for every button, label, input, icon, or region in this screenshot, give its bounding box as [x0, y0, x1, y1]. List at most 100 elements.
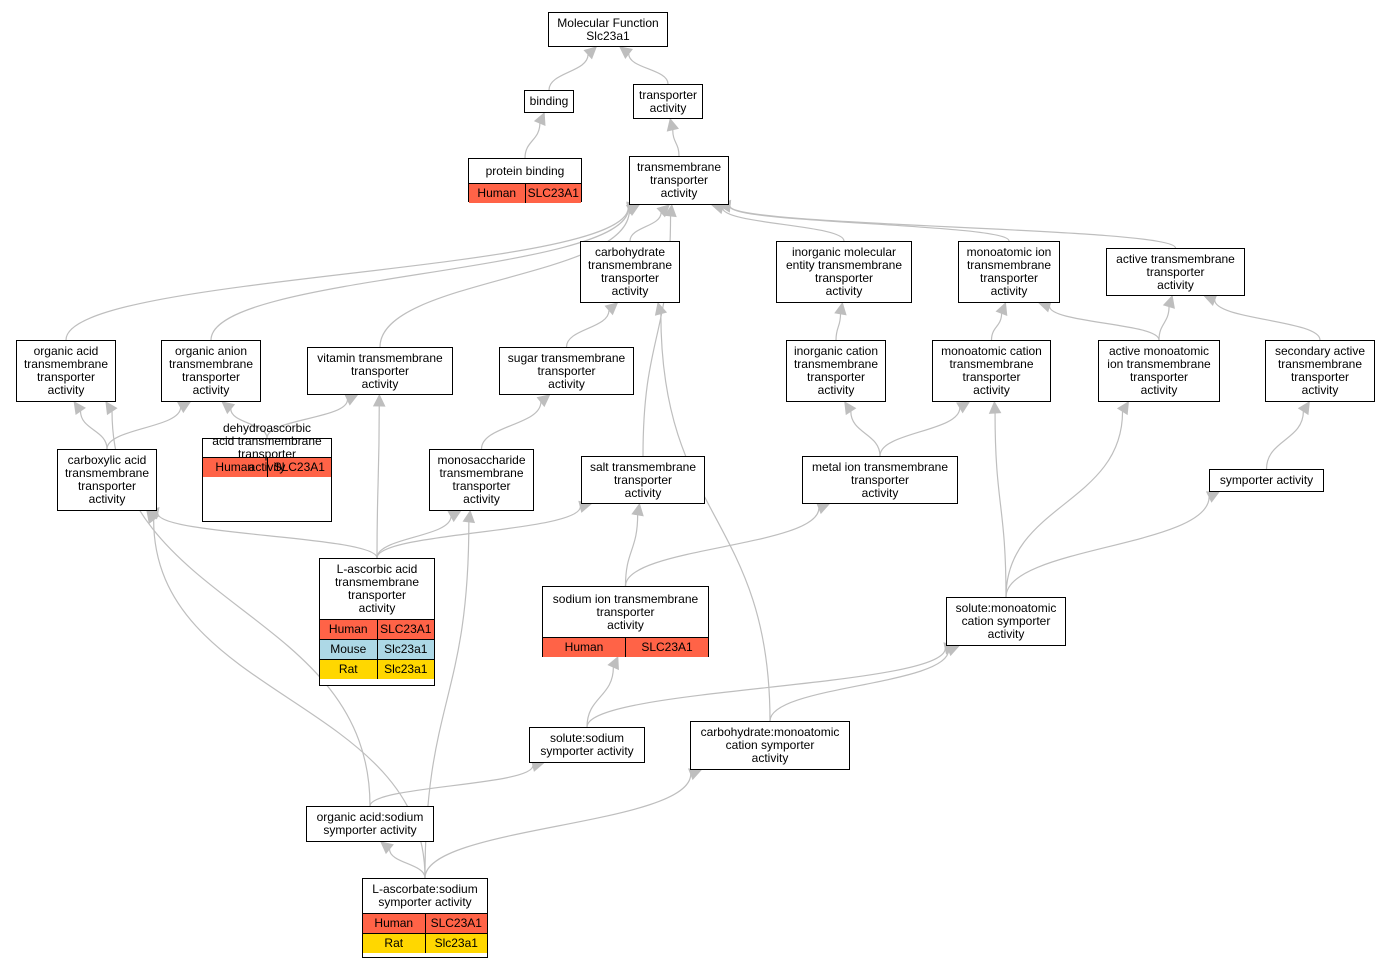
edge-arrowhead — [462, 509, 476, 524]
go-term-label: monosaccharide transmembrane transporter… — [437, 453, 526, 506]
edge-arrowhead — [666, 117, 679, 132]
edge-arrowhead — [105, 401, 118, 416]
go-term-node[interactable]: secondary active transmembrane transport… — [1265, 340, 1375, 402]
go-term-node[interactable]: carbohydrate transmembrane transporter a… — [580, 241, 680, 303]
edge-arrowhead — [146, 510, 159, 524]
edge-line — [850, 411, 881, 457]
species-cell: Human — [328, 622, 368, 636]
species-cell: Rat — [384, 936, 404, 950]
edge-arrowhead — [583, 46, 598, 60]
go-term-label: organic acid transmembrane transporter a… — [23, 344, 109, 397]
go-term-node[interactable]: symporter activity — [1209, 469, 1324, 492]
species-cell: Rat — [338, 662, 358, 676]
edge-arrowhead — [447, 510, 462, 523]
go-term-node[interactable]: organic acid:sodium symporter activity — [306, 806, 434, 842]
edge-arrowhead — [73, 401, 86, 416]
go-term-label: organic acid:sodium symporter activity — [316, 810, 424, 837]
go-term-label: L-ascorbate:sodium symporter activity — [372, 882, 478, 909]
gene-annotation-row: Rat Slc23a1 — [363, 933, 487, 953]
go-term-label: solute:monoatomic cation symporter activ… — [955, 601, 1057, 641]
go-term-node[interactable]: monoatomic ion transmembrane transporter… — [958, 241, 1060, 303]
edge-arrowhead — [536, 394, 551, 408]
edge-arrowhead — [1297, 401, 1310, 416]
go-term-node[interactable]: L-ascorbic acid transmembrane transporte… — [319, 558, 435, 686]
go-term-label: transmembrane transporter activity — [636, 160, 722, 200]
go-term-node[interactable]: carbohydrate:monoatomic cation symporter… — [690, 721, 850, 770]
go-term-node[interactable]: solute:sodium symporter activity — [529, 727, 645, 763]
go-term-node[interactable]: organic anion transmembrane transporter … — [161, 340, 261, 402]
go-term-label: inorganic cation transmembrane transport… — [793, 344, 879, 397]
edge-arrowhead — [656, 204, 671, 218]
edge-line — [1005, 496, 1210, 598]
go-term-node[interactable]: Molecular Function Slc23a1 — [548, 12, 668, 47]
go-term-node[interactable]: solute:monoatomic cation symporter activ… — [946, 597, 1066, 646]
edge-arrowhead — [631, 502, 644, 517]
edge-arrowhead — [664, 203, 677, 218]
go-term-label: organic anion transmembrane transporter … — [168, 344, 254, 397]
edge-arrowhead — [1116, 401, 1129, 416]
gene-annotation-row: Human SLC23A1 — [320, 619, 434, 639]
edge-line — [157, 512, 378, 559]
go-term-node[interactable]: vitamin transmembrane transporter activi… — [307, 347, 453, 395]
go-term-node[interactable]: metal ion transmembrane transporter acti… — [802, 456, 958, 504]
go-term-label: secondary active transmembrane transport… — [1274, 344, 1366, 397]
go-term-label: monoatomic cation transmembrane transpor… — [941, 344, 1042, 397]
edge-line — [769, 649, 950, 722]
gene-cell: SLC23A1 — [424, 914, 488, 933]
go-term-node[interactable]: salt transmembrane transporter activity — [581, 456, 705, 504]
gene-annotation-row: Rat Slc23a1 — [320, 659, 434, 679]
go-term-label: metal ion transmembrane transporter acti… — [811, 459, 949, 500]
edge-line — [524, 123, 541, 159]
go-term-label: sodium ion transmembrane transporter act… — [552, 591, 699, 632]
go-term-label: dehydroascorbic acid transmembrane trans… — [212, 421, 322, 474]
go-term-label: sugar transmembrane transporter activity — [507, 350, 626, 391]
go-term-label: active transmembrane transporter activit… — [1116, 251, 1235, 292]
edge-line — [565, 310, 610, 348]
go-term-node[interactable]: active transmembrane transporter activit… — [1106, 248, 1245, 296]
edge-line — [1005, 411, 1124, 598]
edge-line — [424, 774, 692, 879]
species-cell: Mouse — [330, 642, 367, 656]
species-cell: Human — [215, 460, 255, 474]
edge-arrowhead — [1162, 294, 1175, 309]
gene-cell: Slc23a1 — [424, 934, 488, 953]
go-term-node[interactable]: active monoatomic ion transmembrane tran… — [1098, 340, 1220, 402]
go-term-node[interactable]: inorganic molecular entity transmembrane… — [776, 241, 912, 303]
go-term-node[interactable]: inorganic cation transmembrane transport… — [786, 340, 886, 402]
edge-arrowhead — [995, 301, 1008, 316]
edge-line — [628, 53, 669, 85]
go-term-node[interactable]: transmembrane transporter activity — [629, 156, 729, 205]
go-term-node[interactable]: monosaccharide transmembrane transporter… — [429, 449, 534, 511]
edge-line — [672, 129, 680, 157]
edge-arrowhead — [654, 301, 668, 316]
edge-line — [480, 401, 542, 450]
edge-arrowhead — [533, 111, 546, 127]
go-term-node[interactable]: binding — [524, 90, 574, 113]
edge-arrowhead — [380, 841, 394, 855]
edge-line — [376, 516, 452, 559]
edge-line — [79, 410, 108, 450]
go-term-node[interactable]: transporter activity — [633, 84, 703, 119]
edge-arrowhead — [372, 393, 386, 407]
go-term-node[interactable]: dehydroascorbic acid transmembrane trans… — [202, 421, 332, 522]
edge-line — [729, 205, 1010, 242]
go-term-node[interactable]: organic acid transmembrane transporter a… — [16, 340, 116, 402]
edge-arrowhead — [619, 46, 633, 60]
gene-cell: SLC23A1 — [266, 458, 332, 477]
go-term-label: binding — [529, 94, 569, 108]
go-term-node[interactable]: sugar transmembrane transporter activity — [499, 347, 634, 395]
gene-cell: SLC23A1 — [625, 638, 708, 657]
edge-line — [210, 208, 630, 341]
edge-arrowhead — [844, 401, 857, 416]
gene-cell: SLC23A1 — [376, 620, 435, 639]
go-term-node[interactable]: monoatomic cation transmembrane transpor… — [932, 340, 1051, 402]
gene-cell: Slc23a1 — [376, 660, 435, 679]
edge-arrowhead — [607, 655, 619, 671]
edge-line — [624, 514, 639, 587]
go-term-node[interactable]: sodium ion transmembrane transporter act… — [542, 586, 709, 657]
go-term-label: salt transmembrane transporter activity — [589, 459, 697, 500]
go-term-node[interactable]: carboxylic acid transmembrane transporte… — [57, 449, 157, 511]
